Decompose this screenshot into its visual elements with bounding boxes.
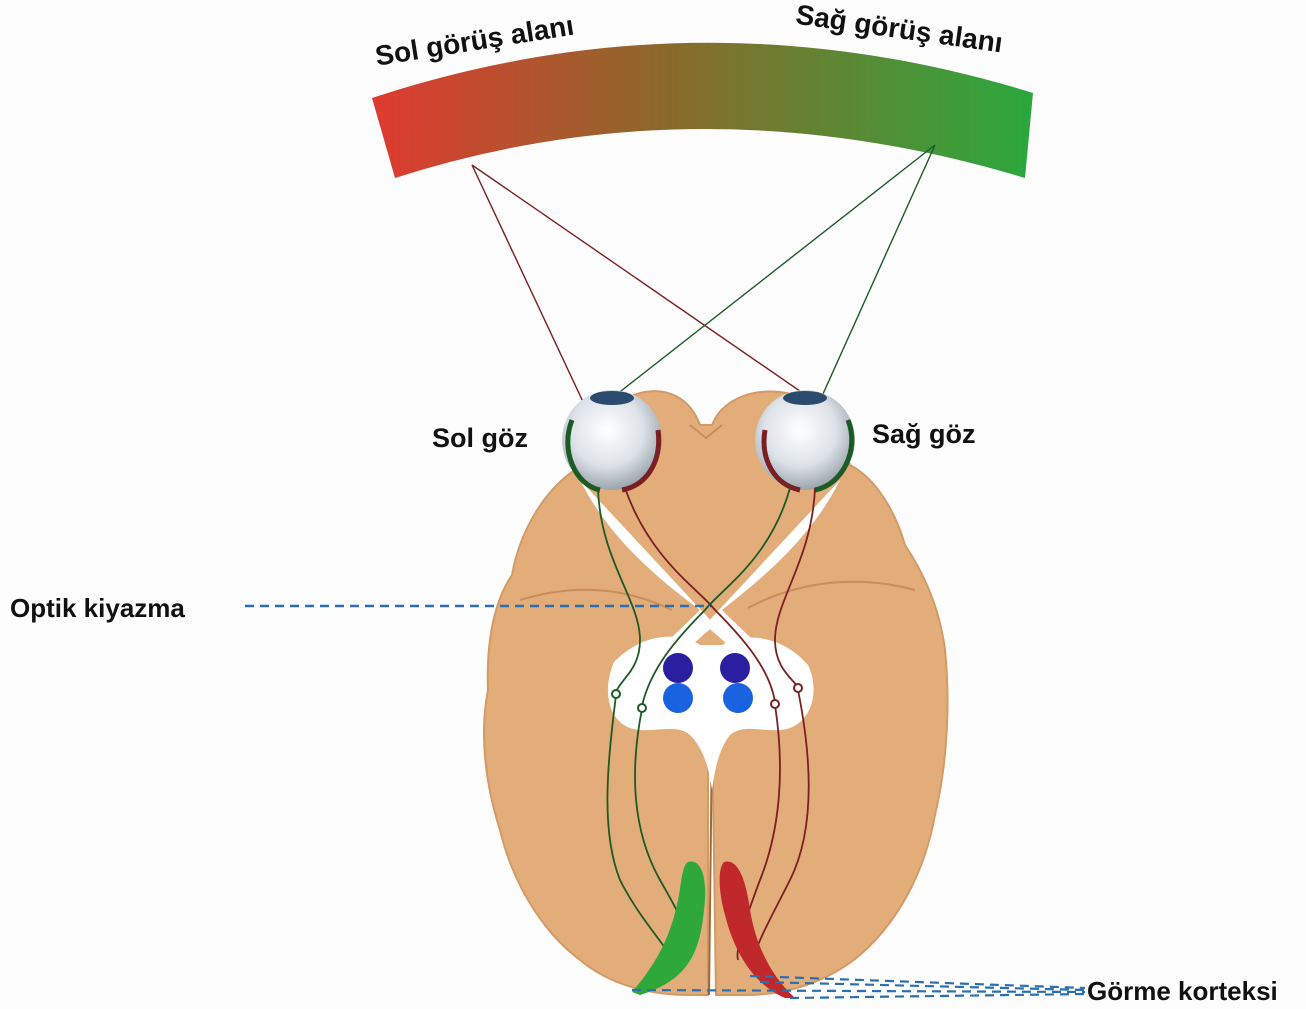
visual-field-band — [372, 43, 1033, 178]
optic-chiasm-label: Optik kiyazma — [10, 593, 185, 623]
left-eye-label: Sol göz — [432, 423, 528, 453]
brain — [484, 391, 948, 995]
right-eye-label: Sağ göz — [872, 419, 976, 449]
left-eye — [562, 390, 662, 490]
right-eye — [755, 390, 855, 490]
visual-cortex-label: Görme korteksi — [1087, 976, 1278, 1006]
